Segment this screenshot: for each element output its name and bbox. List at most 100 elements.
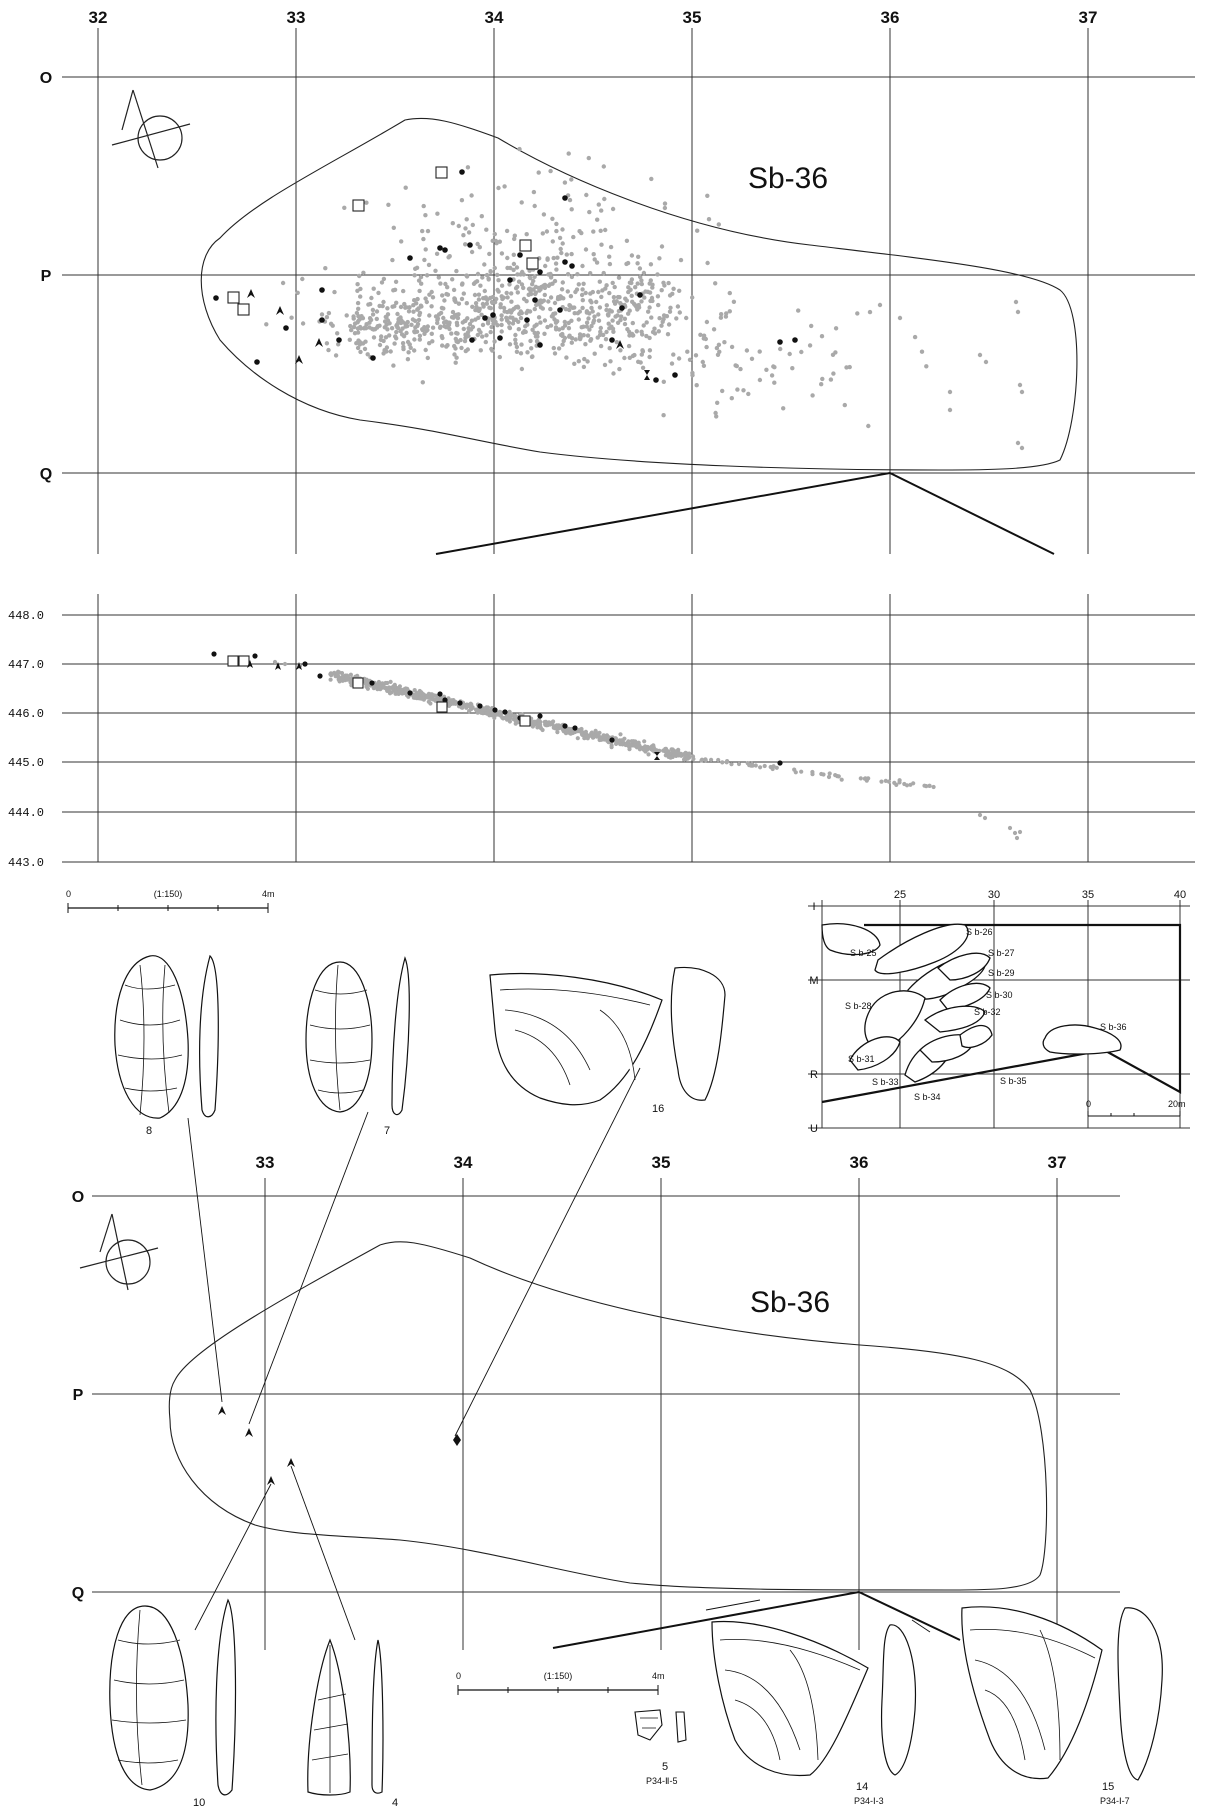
artifact-point (522, 329, 527, 334)
artifact-point (536, 315, 542, 320)
artifact-point (713, 410, 718, 416)
artifact-point (842, 402, 847, 408)
artifact-point (477, 245, 482, 250)
artifact-point (393, 279, 399, 284)
artifact-point (701, 363, 707, 368)
artifact-point (272, 659, 278, 665)
artifact-point (367, 325, 372, 330)
artifact-point (550, 216, 555, 221)
artifact-point (561, 727, 566, 733)
artifact-point (453, 346, 458, 351)
artifact-point (469, 318, 475, 323)
artifact-point (390, 684, 396, 689)
artifact-point (626, 739, 631, 744)
artifact-point (619, 738, 625, 743)
artifact-point (534, 338, 540, 344)
artifact-point (342, 205, 347, 210)
artifact-point (459, 296, 465, 302)
artifact-point (858, 776, 863, 781)
artifact-point (507, 719, 512, 724)
artifact-point (326, 310, 332, 316)
artifact-point (778, 346, 783, 352)
artifact-point (690, 373, 695, 378)
artifact-point (566, 326, 572, 331)
artifact-point (624, 238, 630, 243)
artifact-point (425, 324, 430, 329)
artifact-point (454, 330, 459, 336)
artifact-point (927, 783, 932, 789)
artifact-point (499, 313, 504, 318)
artifact-point (505, 318, 510, 323)
inset-unit-label: S b-32 (974, 1007, 1001, 1017)
artifact-point (472, 292, 478, 298)
artifact-point (531, 278, 536, 284)
inset-row-label: M (809, 975, 818, 987)
artifact-point (486, 708, 491, 713)
artifact-point (347, 337, 352, 342)
artifact-point (529, 354, 535, 360)
artifact-point (618, 317, 623, 323)
artifact-point (401, 288, 406, 294)
artifact-point (684, 315, 689, 321)
artifact-point (548, 306, 553, 312)
artifact-point (685, 349, 690, 354)
artifact-point (490, 312, 496, 318)
artifact-point (364, 200, 369, 205)
artifact-point (365, 352, 370, 357)
artifact-point (370, 355, 376, 361)
artifact-point (622, 355, 627, 361)
artifact-point (646, 752, 651, 757)
artifact-point (453, 360, 458, 365)
artifact-code: P34-Ⅱ-5 (646, 1776, 677, 1786)
artifact-point (575, 272, 580, 277)
artifact-point (483, 707, 488, 712)
artifact-point (614, 340, 619, 345)
artifact-point (390, 304, 395, 309)
artifact-point (319, 287, 325, 293)
artifact-point (531, 287, 536, 292)
artifact-point (461, 291, 466, 296)
artifact-point (453, 701, 458, 706)
artifact-point (711, 327, 717, 332)
artifact-point (607, 254, 612, 259)
artifact-point (716, 757, 721, 763)
inset-row-label: R (810, 1069, 818, 1081)
artifact-point (731, 299, 737, 304)
artifact-point (463, 226, 468, 231)
artifact-point (548, 323, 554, 328)
artifact-point (931, 784, 936, 790)
artifact-point (419, 690, 424, 695)
artifact-point (596, 289, 601, 295)
artifact-point (454, 355, 459, 360)
inset-col-label: 30 (988, 889, 1000, 901)
artifact-point (560, 227, 565, 232)
artifact-point (450, 221, 455, 226)
artifact-point (492, 265, 497, 271)
col-label: 36 (881, 8, 900, 27)
artifact-point (579, 325, 584, 330)
artifact-point (617, 366, 622, 372)
artifact-point (650, 298, 655, 304)
artifact-point (532, 324, 537, 329)
artifact-point (418, 274, 424, 280)
artifact-point (427, 292, 432, 297)
col-label: 33 (287, 8, 306, 27)
artifact-point (382, 319, 388, 324)
artifact-point (429, 304, 434, 309)
artifact-point (607, 346, 612, 351)
artifact-point (662, 205, 668, 211)
artifact-point (647, 354, 652, 360)
artifact-point (787, 351, 792, 357)
artifact-point (450, 277, 455, 282)
artifact-point (459, 169, 465, 175)
artifact-point (587, 209, 592, 215)
artifact-point (589, 323, 594, 329)
artifact-number: 5 (662, 1761, 668, 1773)
artifact-point (598, 343, 604, 349)
artifact-point (392, 341, 397, 346)
artifact-point (509, 712, 514, 717)
artifact-point (724, 311, 729, 316)
artifact-point (456, 301, 462, 306)
artifact-point (454, 268, 459, 274)
artifact-point (335, 331, 340, 336)
